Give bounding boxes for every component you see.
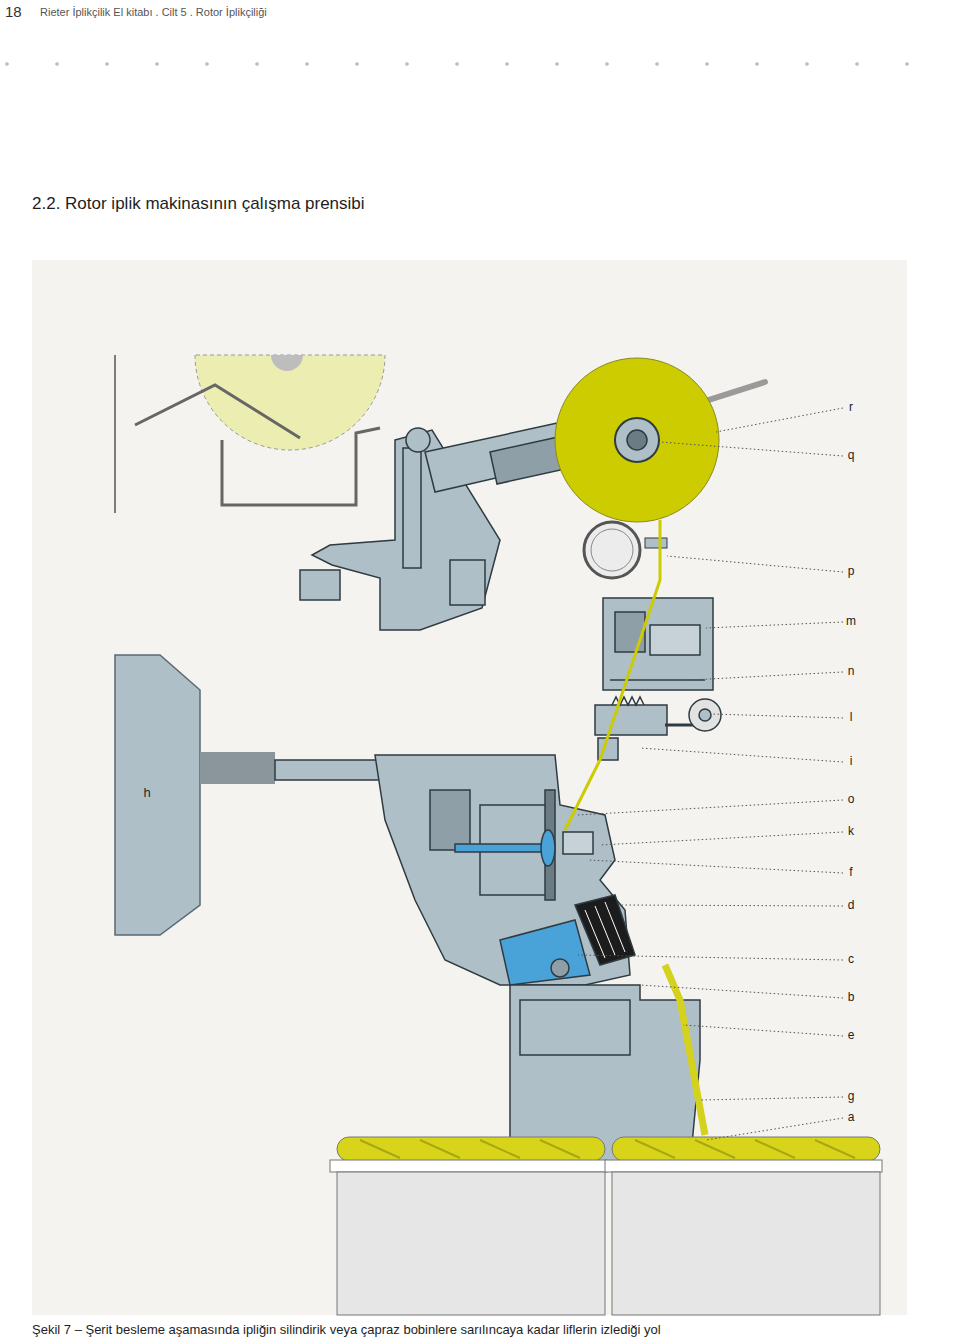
package-bobbin [615,418,659,462]
yarn-and-sliver [565,520,705,1135]
leader-lines [660,442,843,456]
callout-letter: b [846,991,857,1005]
package-bobbin [627,430,647,450]
leader-lines [578,955,843,960]
spin-box [115,655,635,985]
sliver-cans [360,1140,580,1158]
leader-lines [578,800,843,815]
leader-lines [588,860,843,873]
spin-box [455,844,550,852]
callout-letter: k [846,825,856,839]
callout-letter: a [846,1111,857,1125]
spin-box [115,655,200,935]
package-bobbin [645,538,667,548]
draw-off-unit [699,709,711,721]
package-arm [403,448,421,568]
can-creel-top [115,355,385,513]
callout-letter: o [846,793,857,807]
draw-off-unit [595,705,667,735]
draw-off-unit [603,598,713,690]
spin-box [500,920,590,985]
callout-letter: r [847,401,855,415]
spin-box [430,790,470,850]
draw-off-unit [689,699,721,731]
sliver-cans [330,1160,607,1172]
callout-letter: c [846,953,856,967]
draw-off-unit [650,625,700,655]
spin-box [375,755,630,985]
callout-letter: l [848,711,855,725]
callout-letter: f [847,866,854,880]
callout-letter: m [844,615,858,629]
figure-caption: Şekil 7 – Şerit besleme aşamasında ipliğ… [32,1323,661,1338]
leader-lines [640,748,843,762]
running-head: Rieter İplikçilik El kitabı . Cilt 5 . R… [40,6,267,19]
callout-letter: d [846,899,857,913]
leader-lines [716,408,843,432]
spin-box [541,830,555,866]
callout-letter: g [846,1090,857,1104]
callout-letter: h [141,786,152,801]
callout-letter: q [846,449,857,463]
yarn-and-sliver [665,965,705,1135]
spin-box [551,959,569,977]
draw-off-unit [615,612,645,652]
package-arm [300,570,340,600]
header-dots [328,8,948,18]
package-arm [406,428,430,452]
package-bobbin [555,358,719,578]
package-bobbin [591,529,633,571]
leader-lines [683,1025,843,1036]
leader-lines [701,1097,843,1100]
sliver-cans [605,1160,882,1172]
leader-lines [640,985,843,998]
leader-lines [712,714,843,718]
leader-lines [578,408,843,1140]
leader-lines [706,1118,843,1140]
package-bobbin [555,358,719,522]
sliver-cans [612,1137,880,1161]
can-creel-top [222,428,380,505]
can-creel-top [271,355,303,371]
spin-box [585,902,625,958]
leader-lines [690,672,843,680]
machine-frame [520,1000,630,1055]
callout-letter: e [846,1029,857,1043]
leader-lines [706,622,843,628]
sliver-cans [330,1137,882,1315]
callout-letter: p [846,565,857,579]
draw-off-unit [612,697,644,705]
leader-lines [622,905,843,906]
section-title: 2.2. Rotor iplik makinasının çalışma pre… [32,194,365,214]
header-dots [3,58,948,68]
sliver-cans [635,1140,855,1158]
callout-letter: n [846,665,857,679]
package-bobbin [584,522,640,578]
can-creel-top [135,385,300,438]
leader-lines [600,832,843,845]
package-arm [450,560,485,605]
spin-box [563,832,593,854]
sliver-cans [337,1172,605,1315]
figure-panel [32,260,907,1315]
sliver-cans [337,1137,605,1161]
header-dots [3,108,948,118]
header-dots [3,8,948,118]
spin-box [200,752,275,784]
sliver-cans [612,1172,880,1315]
page-number: 18 [5,3,22,20]
callout-letter: i [848,755,855,769]
leader-lines [667,556,843,572]
yarn-and-sliver [565,520,660,830]
spin-box [275,760,385,780]
can-creel-top [114,355,116,513]
